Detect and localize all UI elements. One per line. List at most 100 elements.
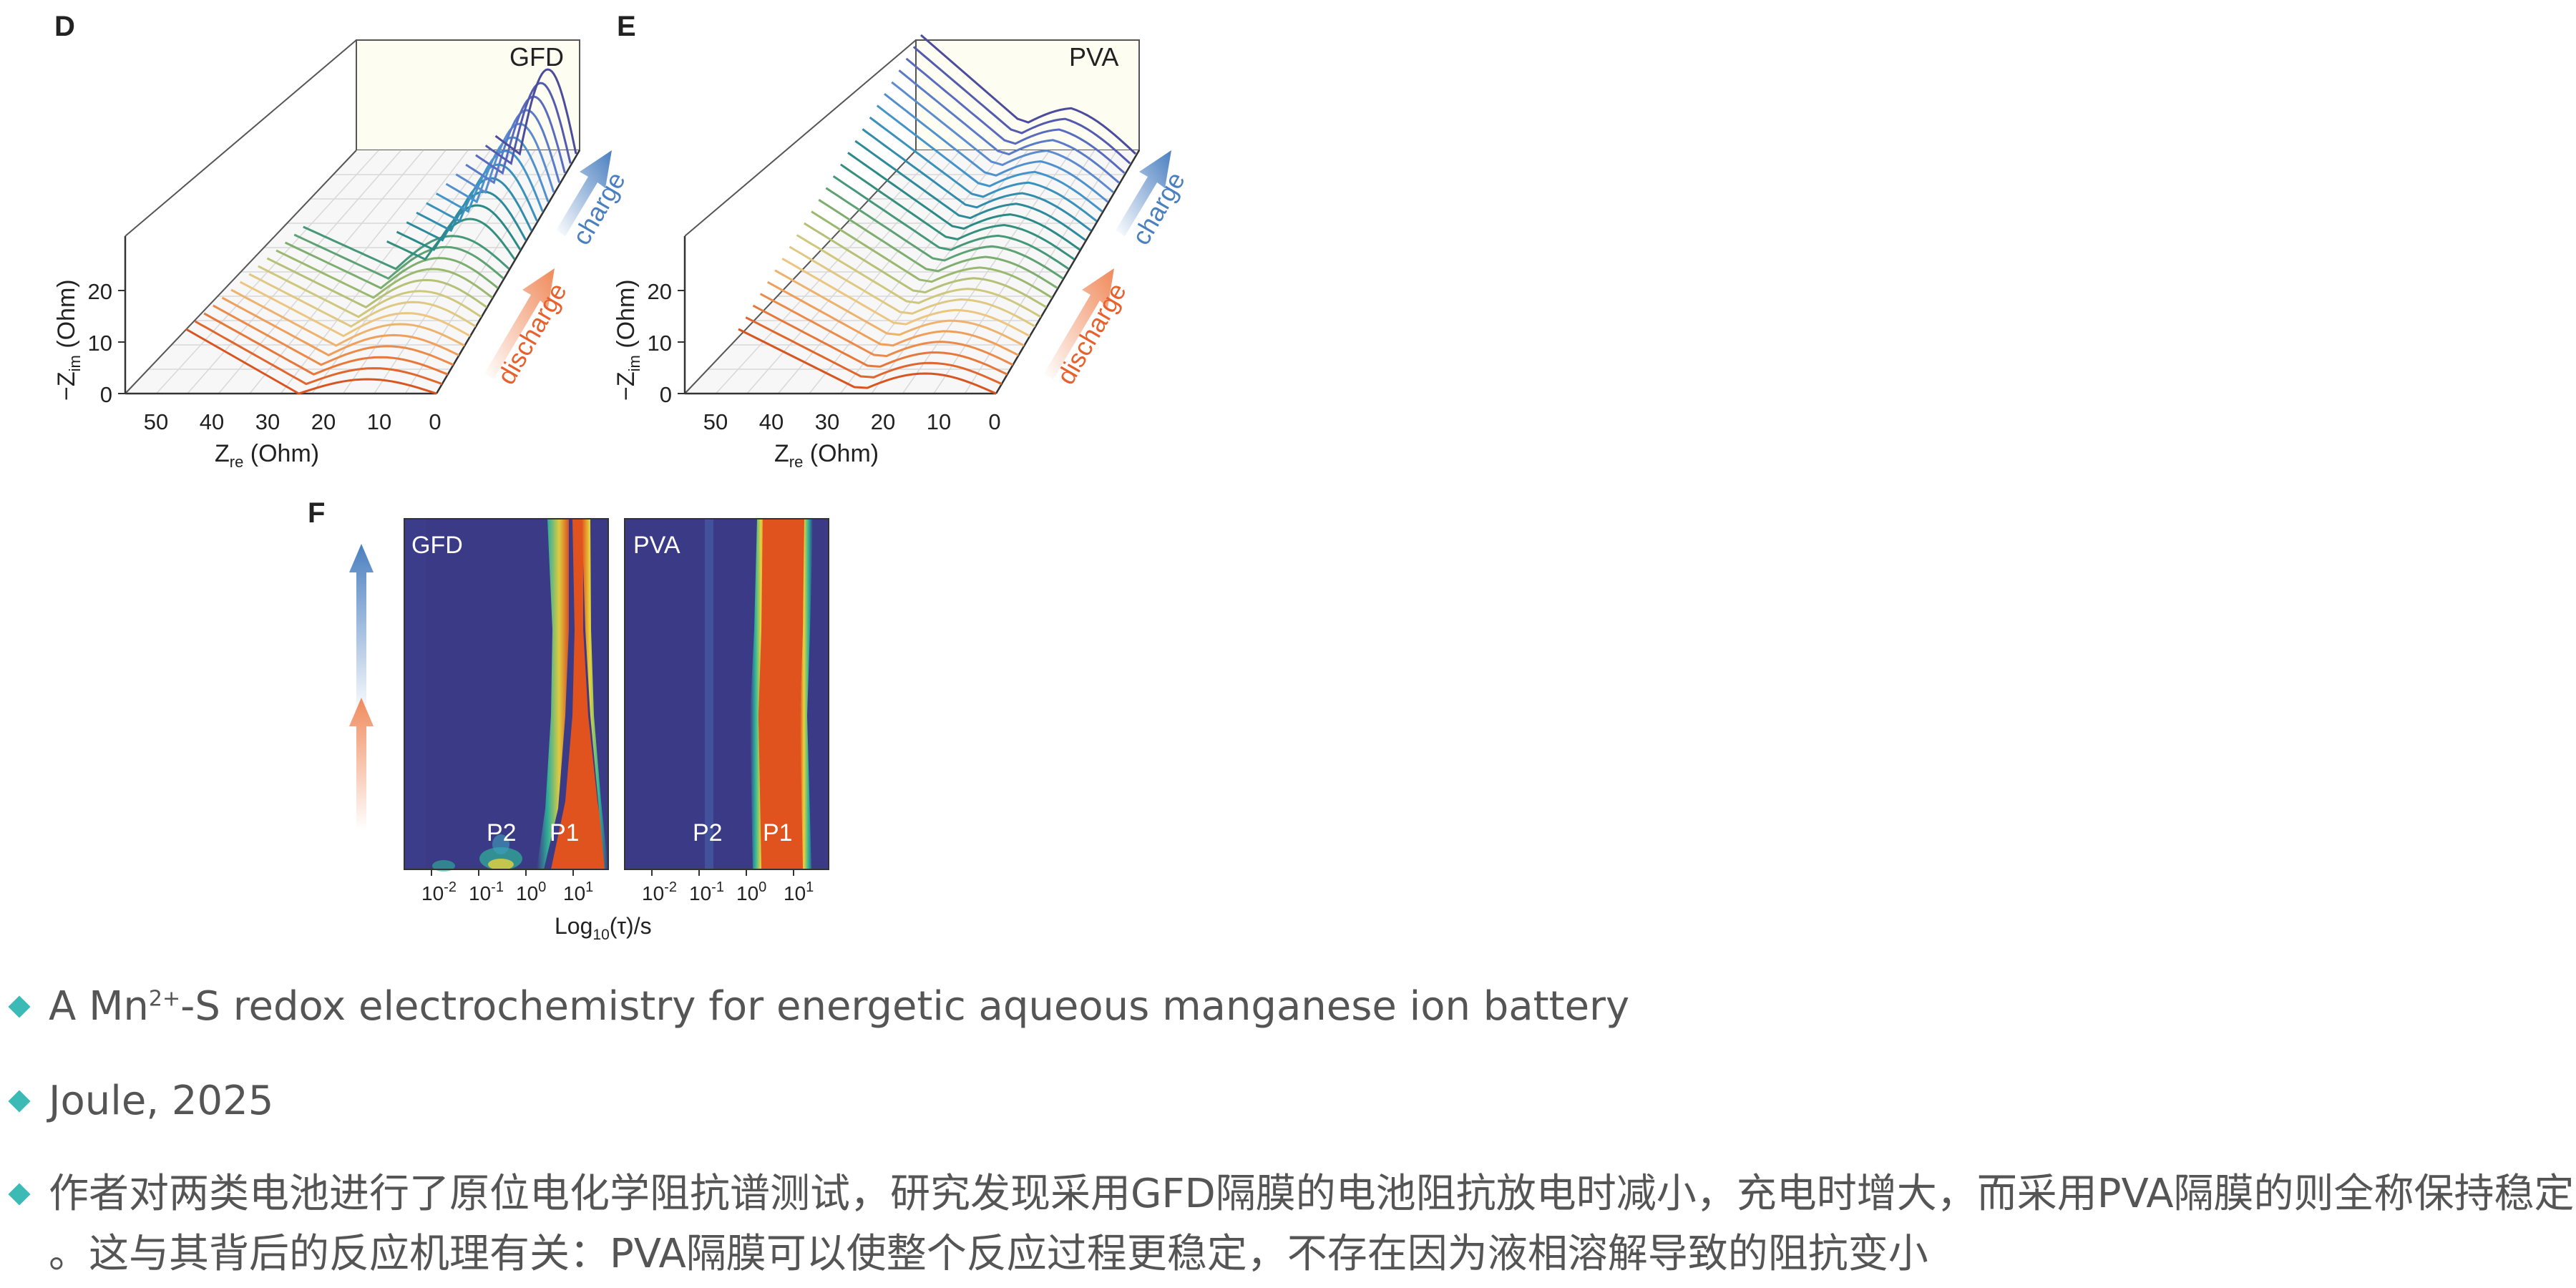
impedance-curve: [752, 304, 1008, 376]
panel-e-letter: E: [617, 11, 636, 42]
impedance-curve: [767, 280, 1019, 356]
panel-f-xtick: 10-2: [421, 879, 457, 904]
panel-e-xtick: 30: [815, 409, 839, 434]
panel-f-xtick: 100: [516, 879, 546, 904]
panel-f-xtick: 10-1: [469, 879, 504, 904]
panel-f-gfd-p1: P1: [550, 819, 580, 847]
impedance-curve: [303, 225, 510, 270]
panel-f-map-pva: PVA P2 P1: [624, 518, 829, 870]
impedance-curve: [221, 296, 459, 357]
panel-d-ytick: 0: [100, 382, 112, 407]
panel-d-curves: [185, 68, 577, 395]
panel-e-ytick: 10: [648, 331, 672, 356]
impedance-curve: [774, 269, 1025, 347]
panel-f-pva-p2: P2: [693, 819, 723, 847]
impedance-curve: [891, 81, 1114, 193]
panel-d-xtick: 20: [311, 409, 336, 434]
impedance-curve: [258, 265, 482, 318]
impedance-curve: [738, 328, 997, 395]
panel-f-xlabel: Log10(τ)/s: [555, 913, 652, 943]
panel-d-ylabel: −Zim (Ohm): [53, 279, 84, 401]
panel-f-xtick: 101: [784, 879, 814, 904]
impedance-curve: [248, 273, 477, 328]
panel-f-xtick: 10-1: [689, 879, 724, 904]
panel-e-curves: [738, 34, 1137, 395]
panel-f-gfd-p2: P2: [487, 819, 517, 847]
impedance-curve: [884, 93, 1108, 203]
panel-e-xtick: 10: [927, 409, 951, 434]
impedance-curve: [275, 249, 493, 299]
journal-year: Joule, 2025: [49, 1078, 274, 1124]
impedance-curve: [825, 187, 1064, 280]
impedance-curve: [284, 241, 499, 290]
impedance-curve: [818, 198, 1058, 289]
panel-d-discharge-arrow: [484, 268, 555, 379]
impedance-curve: [789, 245, 1036, 328]
impedance-curve: [386, 218, 516, 261]
panel-f-gfd-label: GFD: [411, 532, 463, 559]
impedance-curve: [759, 293, 1014, 366]
impedance-curve: [494, 68, 577, 156]
impedance-curve: [854, 140, 1086, 241]
panel-f-charge-arrow: [349, 544, 374, 716]
panel-d-ytick: 20: [88, 279, 112, 304]
impedance-curve: [811, 210, 1053, 299]
panel-f-xtick: 101: [563, 879, 593, 904]
panel-f-letter: F: [308, 497, 325, 529]
impedance-curve: [745, 316, 1002, 385]
panel-d-xticks: 50 40 30 20 10 0: [144, 409, 441, 434]
impedance-curve: [293, 233, 504, 280]
panel-e-xtick: 40: [759, 409, 784, 434]
impedance-curve: [445, 136, 550, 204]
bullet-diamond-icon: [8, 995, 31, 1018]
panel-e-label: PVA: [1069, 42, 1118, 72]
impedance-curve: [484, 82, 572, 165]
panel-e-charge-arrow: [1116, 150, 1171, 236]
panel-d-charge-arrow: [556, 150, 612, 236]
summary-line-2: 。这与其背后的反应机理有关：PVA隔膜可以使整个反应过程更稳定，不存在因为液相溶…: [49, 1231, 1928, 1277]
panel-d-xtick: 10: [367, 409, 391, 434]
impedance-curve: [455, 122, 555, 194]
impedance-curve: [839, 163, 1075, 260]
panel-d-letter: D: [54, 11, 75, 42]
panel-f-xtick: 10-2: [642, 879, 677, 904]
impedance-curve: [920, 34, 1137, 155]
panel-f-pva-p1: P1: [763, 819, 793, 847]
impedance-curve: [847, 152, 1080, 251]
panel-e-nyquist-3d: E PVA 0 10 20 −Zim (Ohm) 50 40 30 20 10 …: [613, 11, 1191, 471]
impedance-curve: [203, 312, 449, 376]
panel-e-ytick: 0: [660, 382, 672, 407]
panel-e-xlabel: Zre (Ohm): [774, 440, 879, 471]
panel-f-map-gfd: GFD P2 P1: [404, 518, 609, 872]
impedance-curve: [869, 116, 1098, 222]
panel-d-label: GFD: [509, 42, 564, 72]
figure: D GFD 0 10 20 −Zim (Ohm) 50 40 30 20 1: [53, 11, 1191, 943]
impedance-curve: [194, 320, 443, 386]
impedance-curve: [230, 288, 465, 347]
panel-d-nyquist-3d: D GFD 0 10 20 −Zim (Ohm) 50 40 30 20 1: [53, 11, 631, 471]
panel-d-xlabel: Zre (Ohm): [215, 440, 319, 471]
panel-d-ytick: 10: [88, 331, 112, 356]
panel-e-yticks: 0 10 20: [648, 279, 685, 407]
panel-e-xticks: 50 40 30 20 10 0: [703, 409, 1001, 434]
impedance-curve: [185, 328, 437, 395]
panel-d-yticks: 0 10 20: [88, 279, 125, 407]
paper-title: A Mn2+-S redox electrochemistry for ener…: [49, 983, 1630, 1030]
panel-f-xtick: 100: [736, 879, 766, 904]
impedance-curve: [239, 280, 471, 338]
panel-d-xtick: 50: [144, 409, 168, 434]
impedance-curve: [898, 69, 1120, 184]
impedance-curve: [912, 46, 1131, 165]
panel-e-xtick: 50: [703, 409, 728, 434]
impedance-curve: [781, 258, 1030, 337]
impedance-curve: [832, 175, 1070, 270]
impedance-curve: [796, 234, 1042, 318]
panel-f-drt-maps: F GFD P2 P1 PVA: [308, 497, 829, 943]
panel-e-ytick: 20: [648, 279, 672, 304]
bullet-diamond-icon: [8, 1183, 31, 1206]
panel-f-xticks: 10-2 10-1 100 101 10-2 10-1 100 101: [421, 869, 814, 904]
impedance-curve: [213, 304, 454, 366]
panel-e-discharge-arrow: [1044, 268, 1114, 379]
panel-d-xtick: 30: [255, 409, 280, 434]
panel-f-discharge-arrow: [349, 698, 374, 830]
